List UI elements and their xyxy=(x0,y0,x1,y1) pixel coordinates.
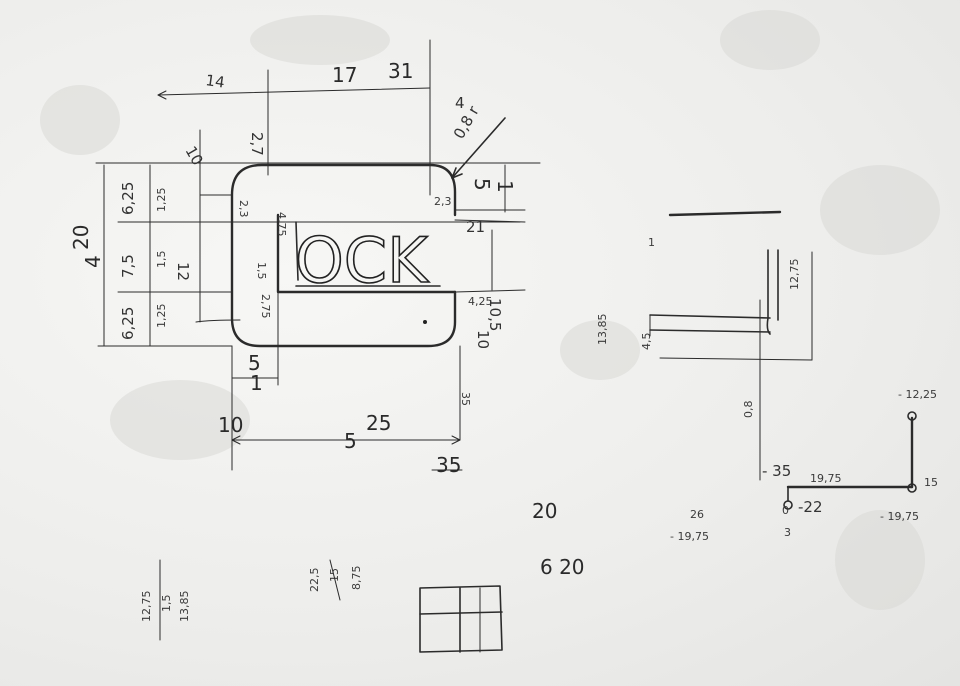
dimension-label: 10 xyxy=(218,413,243,437)
logo-bar xyxy=(295,221,299,281)
bracket-sketch: 1 13,85 4,5 12,75 0,8 xyxy=(596,210,813,481)
dimension-label: 10,5 xyxy=(486,298,504,331)
dimension-label: 14 xyxy=(204,71,225,91)
dimension-label: 5 xyxy=(344,429,357,453)
dimension-label: 1,5 xyxy=(255,262,268,280)
dimension-label: 12,75 xyxy=(788,259,801,291)
dimension-label: -22 xyxy=(798,498,823,516)
dimension-label: 15 xyxy=(328,568,341,582)
lock-plate-drawing: OCK xyxy=(230,163,457,348)
dimension-label: 17 xyxy=(332,63,357,87)
misc-notes: 20 6 20 12,75 1,5 13,85 22,5 15 8,75 xyxy=(140,499,585,641)
dimension-label: 7,5 xyxy=(119,254,137,278)
dimension-label: 26 xyxy=(690,508,704,521)
dimension-label: 1 xyxy=(250,371,263,395)
dimension-label: 6,25 xyxy=(119,182,137,215)
dimension-label: 2,7 xyxy=(248,132,266,156)
dimension-label: 1,5 xyxy=(160,595,173,613)
dimension-label: 4 xyxy=(81,255,105,268)
dimension-label: 35 xyxy=(459,392,472,406)
dimension-label: 3 xyxy=(784,526,791,539)
dimension-label: 35 xyxy=(436,453,461,477)
dimension-label: 0 xyxy=(782,504,789,517)
dimension-label: 4,25 xyxy=(468,295,493,308)
dimension-label: - 12,25 xyxy=(898,388,937,401)
dimension-label: 8,75 xyxy=(350,566,363,591)
dimension-label: 5 xyxy=(470,178,494,191)
dimension-label: 15 xyxy=(924,476,938,489)
mount-hole xyxy=(423,320,427,324)
dimension-label: - 19,75 xyxy=(670,530,709,543)
dimension-label: 1 xyxy=(493,180,517,193)
dimension-label: 25 xyxy=(366,411,391,435)
dimension-label: 12 xyxy=(174,262,192,281)
dimension-label: - 35 xyxy=(762,462,791,480)
dimension-lines xyxy=(95,39,541,471)
dimension-label: 20 xyxy=(69,225,93,250)
dimension-label: 0,8 xyxy=(742,401,755,419)
dimension-label: 31 xyxy=(388,59,413,83)
plate-step xyxy=(276,213,457,294)
dimension-label: 4,5 xyxy=(640,333,653,351)
dimension-label: 13,85 xyxy=(596,314,609,346)
dimension-label: 6 20 xyxy=(540,555,585,579)
dimension-label: 1 xyxy=(648,236,655,249)
dimension-label: 2,75 xyxy=(259,294,272,319)
dimension-label: 10 xyxy=(474,330,492,349)
dimension-label: 4 xyxy=(455,94,465,112)
dimension-label: 10 xyxy=(182,143,207,169)
coordinate-sketch: - 12,25 - 35 19,75 15 -22 0 3 - 19,75 26… xyxy=(670,388,938,543)
dimension-label: 20 xyxy=(532,499,557,523)
dimension-label: 1,25 xyxy=(155,304,168,329)
grid-doodle xyxy=(419,585,503,653)
dimension-label: 21 xyxy=(466,218,485,236)
dimension-label: 22,5 xyxy=(308,568,321,593)
dimension-label: 19,75 xyxy=(810,472,842,485)
dimension-label: 5 xyxy=(248,351,261,375)
dimension-label: 13,85 xyxy=(178,591,191,623)
dimension-label: 6,25 xyxy=(119,307,137,340)
dimension-label: - 19,75 xyxy=(880,510,919,523)
dimension-label: 4,75 xyxy=(275,212,288,237)
dimension-label: 2,3 xyxy=(434,195,452,208)
dimension-label: 12,75 xyxy=(140,591,153,623)
dimension-label: 2,3 xyxy=(237,200,250,218)
paper-stains xyxy=(40,10,940,610)
dimension-label: 1,5 xyxy=(155,251,168,269)
dimension-label: 1,25 xyxy=(155,188,168,213)
